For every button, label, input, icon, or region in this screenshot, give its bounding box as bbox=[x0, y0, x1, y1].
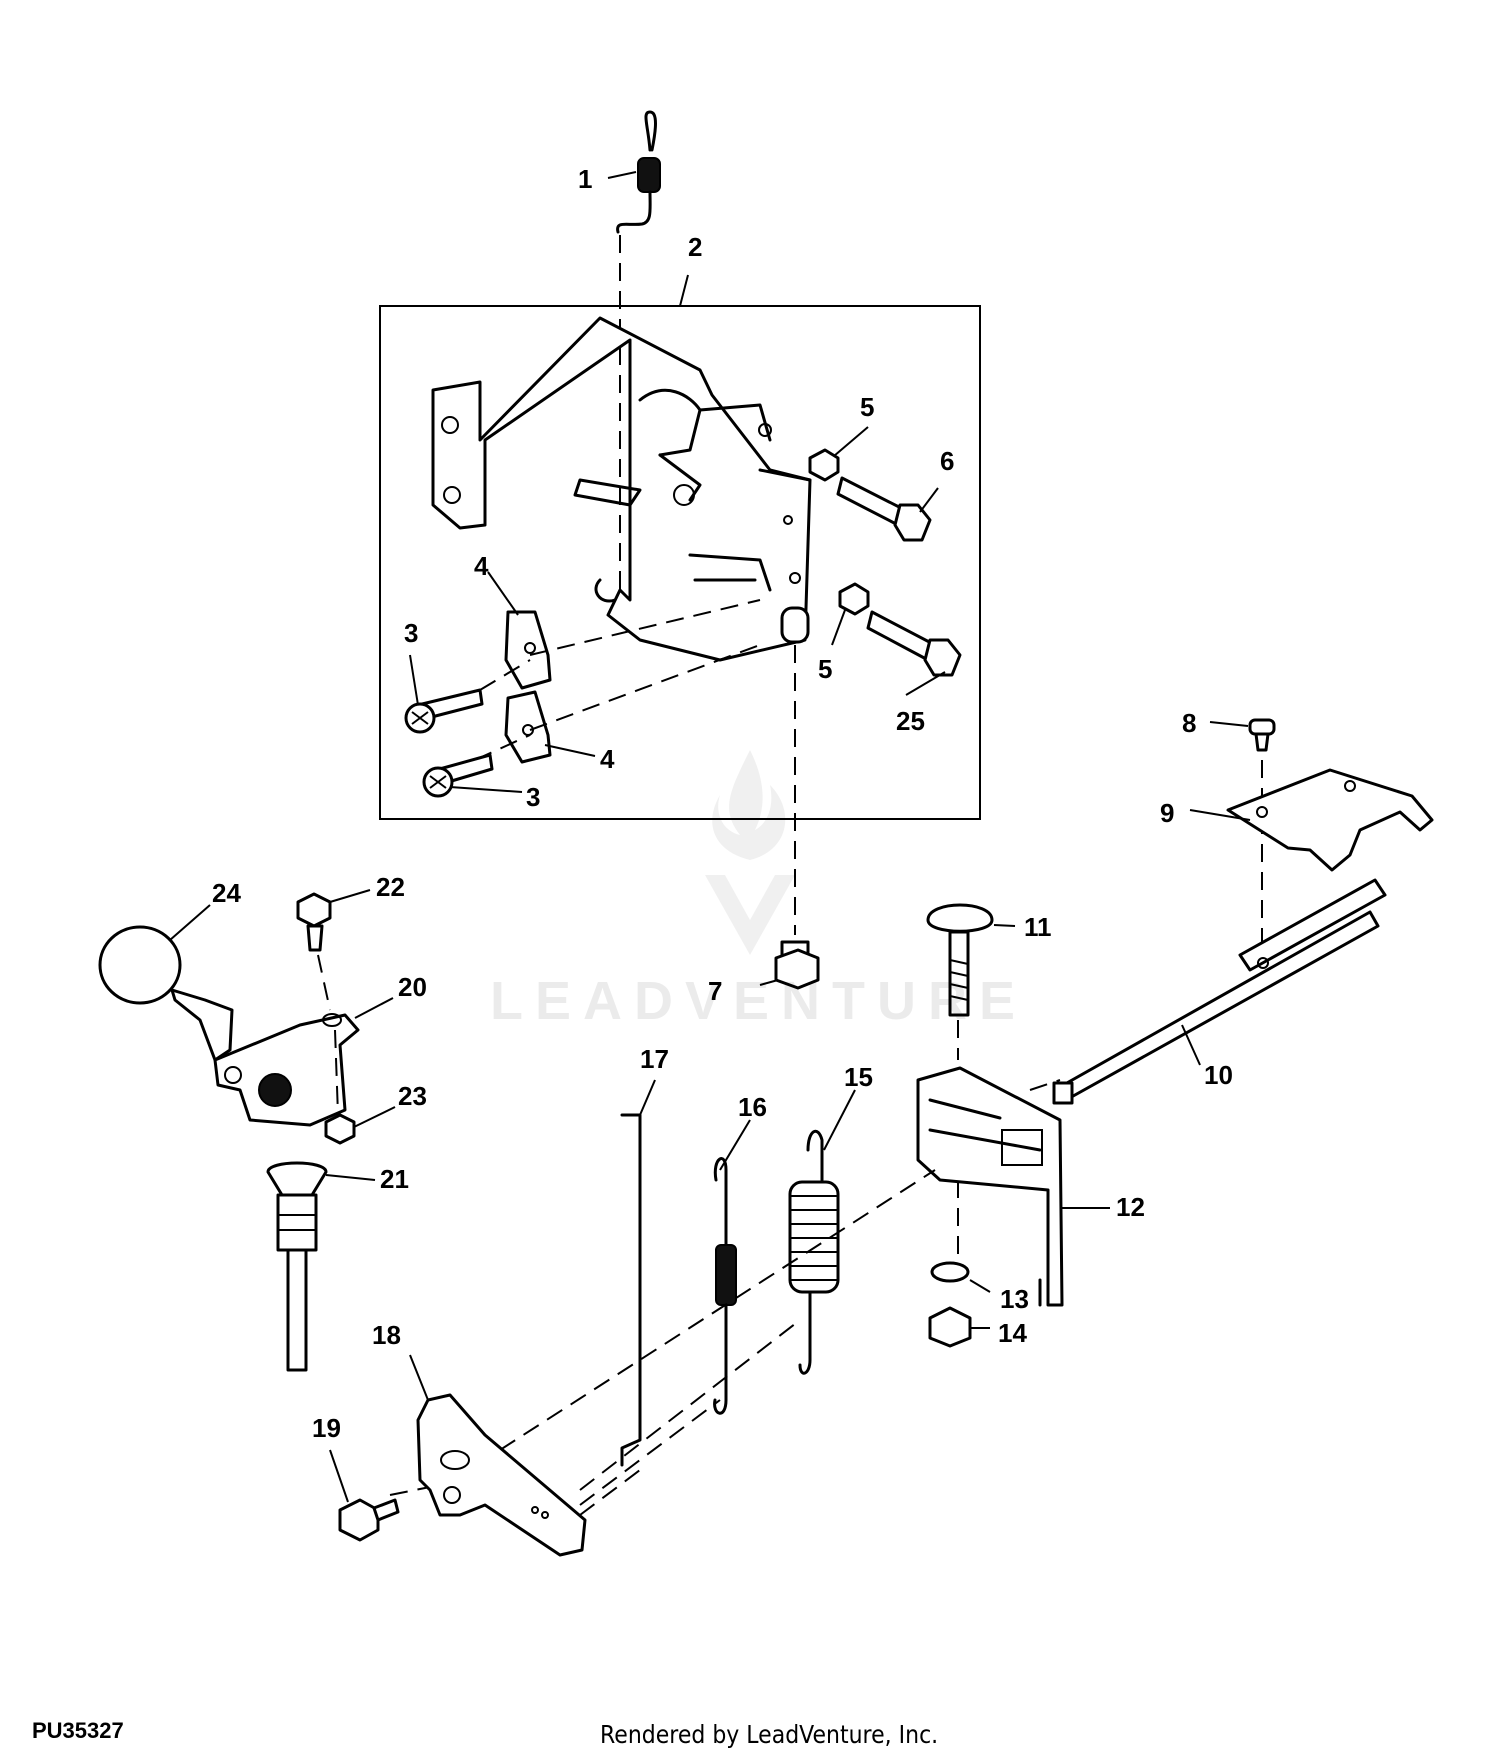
callout-4: 4 bbox=[600, 744, 615, 774]
callout-24: 24 bbox=[212, 878, 241, 908]
callout-25: 25 bbox=[896, 706, 925, 736]
callout-7: 7 bbox=[708, 976, 722, 1006]
part-5-nut-upper bbox=[808, 448, 840, 482]
callout-9: 9 bbox=[1160, 798, 1174, 828]
part-16-spring bbox=[713, 1157, 737, 1415]
part-21-plunger bbox=[266, 1161, 328, 1372]
callout-6: 6 bbox=[940, 446, 954, 476]
callout-20: 20 bbox=[398, 972, 427, 1002]
part-20-lever-bracket bbox=[170, 988, 360, 1127]
watermark-logo bbox=[705, 750, 795, 955]
callout-3: 3 bbox=[526, 782, 540, 812]
callout-8: 8 bbox=[1182, 708, 1196, 738]
callout-17: 17 bbox=[640, 1044, 669, 1074]
callout-5: 5 bbox=[860, 392, 874, 422]
part-10-shaft bbox=[1052, 878, 1387, 1105]
callout-14: 14 bbox=[998, 1318, 1027, 1348]
callout-22: 22 bbox=[376, 872, 405, 902]
callout-3: 3 bbox=[404, 618, 418, 648]
part-12-bracket bbox=[916, 1066, 1064, 1307]
callout-4: 4 bbox=[474, 551, 489, 581]
callout-11: 11 bbox=[1024, 912, 1052, 942]
part-19-bolt bbox=[338, 1498, 400, 1542]
callout-18: 18 bbox=[372, 1320, 401, 1350]
callout-21: 21 bbox=[380, 1164, 409, 1194]
part-8-screw bbox=[1248, 718, 1276, 752]
part-4-clip-upper bbox=[504, 610, 552, 690]
part-5-nut-lower bbox=[838, 582, 870, 616]
part-6-bolt bbox=[836, 476, 932, 542]
part-24-knob bbox=[98, 925, 182, 1005]
part-13-washer bbox=[930, 1261, 970, 1283]
part-9-plate bbox=[1226, 768, 1434, 872]
part-7-fitting bbox=[774, 940, 820, 990]
part-14-nut bbox=[928, 1306, 972, 1348]
callout-5: 5 bbox=[818, 654, 832, 684]
part-4-clip-lower bbox=[504, 690, 552, 764]
part-22-bolt bbox=[296, 892, 332, 952]
callout-16: 16 bbox=[738, 1092, 767, 1122]
part-15-spring bbox=[788, 1129, 840, 1375]
credit-text: Rendered by LeadVenture, Inc. bbox=[600, 1720, 939, 1749]
callout-10: 10 bbox=[1204, 1060, 1233, 1090]
callouts: 1 2 3 3 4 4 5 5 6 25 7 8 9 10 11 12 13 1… bbox=[212, 164, 1233, 1443]
part-3-screw-lower bbox=[422, 753, 494, 798]
leader-lines bbox=[169, 171, 1251, 1503]
callout-2: 2 bbox=[688, 232, 702, 262]
part-18-plate bbox=[416, 1393, 587, 1557]
watermark-text: LEADVENTURE bbox=[490, 971, 1028, 1031]
part-1-spring bbox=[616, 110, 661, 234]
callout-19: 19 bbox=[312, 1413, 341, 1443]
callout-13: 13 bbox=[1000, 1284, 1029, 1314]
callout-23: 23 bbox=[398, 1081, 427, 1111]
part-17-rod bbox=[620, 1113, 642, 1467]
part-11-carriage-bolt bbox=[926, 903, 994, 1017]
part-25-bolt bbox=[866, 610, 962, 677]
figure-code: PU35327 bbox=[32, 1718, 124, 1743]
part-2-bracket bbox=[431, 316, 812, 662]
part-23-nut bbox=[324, 1113, 356, 1145]
callout-12: 12 bbox=[1116, 1192, 1145, 1222]
callout-15: 15 bbox=[844, 1062, 873, 1092]
callout-1: 1 bbox=[578, 164, 592, 194]
part-3-screw-upper bbox=[404, 688, 484, 734]
